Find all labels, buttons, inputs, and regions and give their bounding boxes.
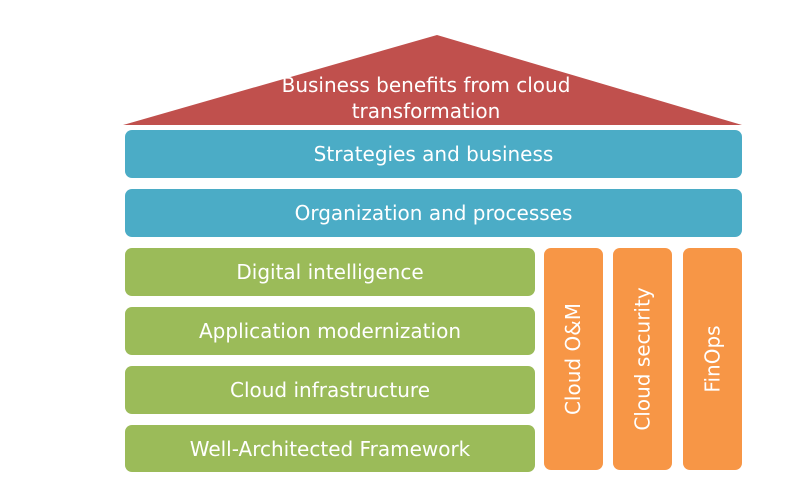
foundation-application-modernization: Application modernization [125,307,535,355]
roof-label: Business benefits from cloud transformat… [230,72,622,124]
foundation-digital-intelligence: Digital intelligence [125,248,535,296]
pillar-finops: FinOps [683,248,742,470]
pillar-cloud-security: Cloud security [613,248,672,470]
foundation-label: Application modernization [199,319,461,343]
roof-label-line-1: Business benefits from cloud [281,73,571,97]
pillar-cloud-om: Cloud O&M [544,248,603,470]
foundation-well-architected-framework: Well-Architected Framework [125,425,535,472]
roof-triangle [123,35,742,125]
pillar-label: FinOps [700,325,725,393]
foundation-label: Cloud infrastructure [230,378,430,402]
roof-shape [123,35,742,125]
layer-strategies-label: Strategies and business [313,142,554,166]
roof-label-line-2: transformation [351,99,501,123]
layer-strategies: Strategies and business [125,130,742,178]
foundation-label: Digital intelligence [236,260,424,284]
layer-organization-label: Organization and processes [294,201,573,225]
foundation-cloud-infrastructure: Cloud infrastructure [125,366,535,414]
pillar-label: Cloud security [630,287,655,431]
layer-organization: Organization and processes [125,189,742,237]
pillar-label: Cloud O&M [561,302,586,416]
foundation-label: Well-Architected Framework [189,436,471,461]
